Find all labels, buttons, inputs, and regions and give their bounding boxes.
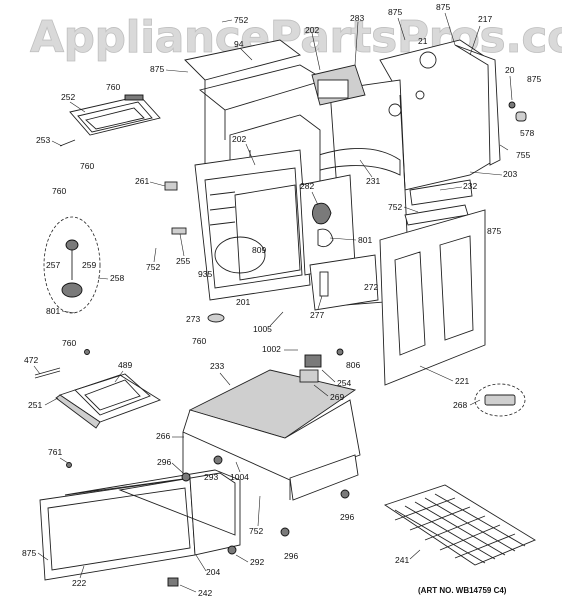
callout-241: 241 (395, 555, 409, 565)
callout-201: 201 (236, 297, 250, 307)
callout-760-a: 760 (106, 82, 120, 92)
callout-296-b: 296 (340, 512, 354, 522)
callout-935: 935 (198, 269, 212, 279)
broil-pan (34, 367, 162, 429)
callout-203: 203 (503, 169, 517, 179)
callout-760-c: 760 (52, 186, 66, 196)
callout-761: 761 (48, 447, 62, 457)
callout-875-a: 875 (388, 7, 402, 17)
callout-231: 231 (366, 176, 380, 186)
callout-252: 252 (61, 92, 75, 102)
callout-202-top: 202 (305, 25, 319, 35)
callout-221: 221 (455, 376, 469, 386)
callout-269: 269 (330, 392, 344, 402)
callout-261: 261 (135, 176, 149, 186)
callout-222: 222 (72, 578, 86, 588)
callout-258: 258 (110, 273, 124, 283)
callout-801-a: 801 (358, 235, 372, 245)
callout-202: 202 (232, 134, 246, 144)
small-parts (66, 181, 350, 555)
art-number: (ART NO. WB14759 C4) (418, 586, 507, 595)
callout-273: 273 (186, 314, 200, 324)
callout-282: 282 (300, 181, 314, 191)
callout-806: 806 (346, 360, 360, 370)
burner-base (182, 354, 361, 501)
callouts: 752 94 202 283 875 875 217 21 20 875 578… (22, 2, 541, 598)
callout-242: 242 (198, 588, 212, 598)
callout-760-e: 760 (62, 338, 76, 348)
callout-472: 472 (24, 355, 38, 365)
callout-875-b: 875 (436, 2, 450, 12)
broil-element (59, 94, 161, 147)
watermark-text: AppliancePartsPros.com (30, 12, 562, 63)
callout-293: 293 (204, 472, 218, 482)
callout-266: 266 (156, 431, 170, 441)
callout-489: 489 (118, 360, 132, 370)
callout-760-d: 760 (192, 336, 206, 346)
callout-204: 204 (206, 567, 220, 577)
callout-251: 251 (28, 400, 42, 410)
callout-257: 257 (46, 260, 60, 270)
callout-752-d: 752 (249, 526, 263, 536)
callout-254: 254 (337, 378, 351, 388)
callout-801-b: 801 (46, 306, 60, 316)
callout-255: 255 (176, 256, 190, 266)
detail-268 (474, 383, 526, 417)
oven-cabinet (184, 39, 527, 386)
callout-232: 232 (463, 181, 477, 191)
callout-875-c: 875 (527, 74, 541, 84)
callout-875-e: 875 (487, 226, 501, 236)
callout-1002: 1002 (262, 344, 281, 354)
callout-1004: 1004 (230, 472, 249, 482)
callout-253: 253 (36, 135, 50, 145)
callout-21: 21 (418, 36, 428, 46)
callout-809: 809 (252, 245, 266, 255)
callout-283: 283 (350, 13, 364, 23)
callout-94: 94 (234, 39, 244, 49)
callout-578: 578 (520, 128, 534, 138)
callout-1005: 1005 (253, 324, 272, 334)
callout-259: 259 (82, 260, 96, 270)
callout-296-c: 296 (284, 551, 298, 561)
callout-217: 217 (478, 14, 492, 24)
callout-292: 292 (250, 557, 264, 567)
callout-752-mid: 752 (388, 202, 402, 212)
callout-268: 268 (453, 400, 467, 410)
callout-277: 277 (310, 310, 324, 320)
callout-875-f: 875 (22, 548, 36, 558)
callout-752-top: 752 (234, 15, 248, 25)
callout-760-b: 760 (80, 161, 94, 171)
callout-233: 233 (210, 361, 224, 371)
callout-20: 20 (505, 65, 515, 75)
callout-296-a: 296 (157, 457, 171, 467)
callout-752-c: 752 (146, 262, 160, 272)
callout-875-left: 875 (150, 64, 164, 74)
bake-element-assembly (43, 216, 101, 314)
callout-272: 272 (364, 282, 378, 292)
callout-755: 755 (516, 150, 530, 160)
oven-rack (383, 484, 536, 566)
